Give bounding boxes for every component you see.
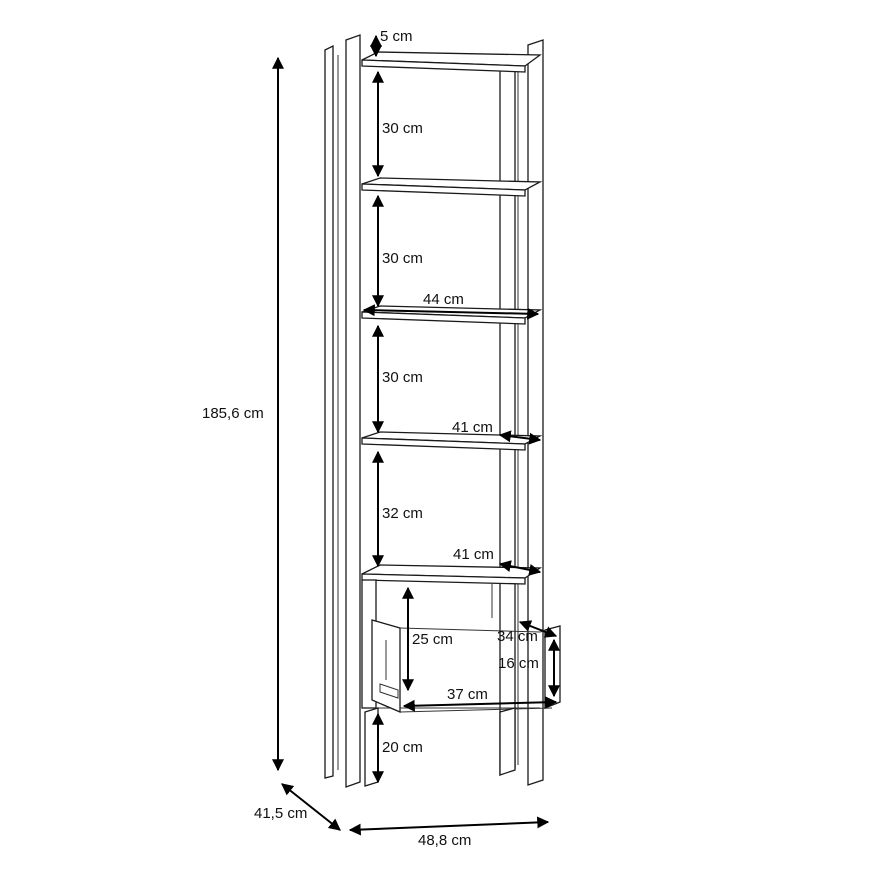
label-leg-height: 20 cm	[382, 739, 423, 756]
label-top-gap: 5 cm	[380, 28, 413, 45]
label-shelf-gap-2: 30 cm	[382, 250, 423, 267]
label-total-width: 48,8 cm	[418, 832, 471, 849]
label-shelf-depth-1: 41 cm	[452, 419, 493, 436]
drawer-width-arrow	[402, 696, 558, 712]
total-width-arrow	[348, 816, 550, 836]
shelf-4	[361, 431, 543, 451]
label-drawer-width: 37 cm	[447, 686, 488, 703]
label-shelf-gap-3: 30 cm	[382, 369, 423, 386]
label-shelf-width: 44 cm	[423, 291, 464, 308]
shelf-depth-1-arrow	[498, 430, 542, 445]
label-drawer-height: 16 cm	[498, 655, 539, 672]
label-drawer-inner-height: 25 cm	[412, 631, 453, 648]
drawer-depth-arrow	[518, 620, 558, 638]
label-total-height: 185,6 cm	[202, 405, 264, 422]
label-drawer-depth: 34 cm	[497, 628, 538, 645]
label-shelf-depth-2: 41 cm	[453, 546, 494, 563]
label-total-depth: 41,5 cm	[254, 805, 307, 822]
shelf-width-arrow	[362, 304, 540, 320]
left-upright	[324, 34, 361, 788]
right-upright	[499, 39, 544, 786]
shelf-depth-2-arrow	[498, 560, 542, 576]
label-shelf-gap-1: 30 cm	[382, 120, 423, 137]
shelf-top	[361, 51, 542, 73]
shelf-3	[361, 305, 543, 325]
shelf-2	[361, 177, 543, 197]
label-shelf-gap-4: 32 cm	[382, 505, 423, 522]
total-depth-arrow	[281, 783, 341, 831]
